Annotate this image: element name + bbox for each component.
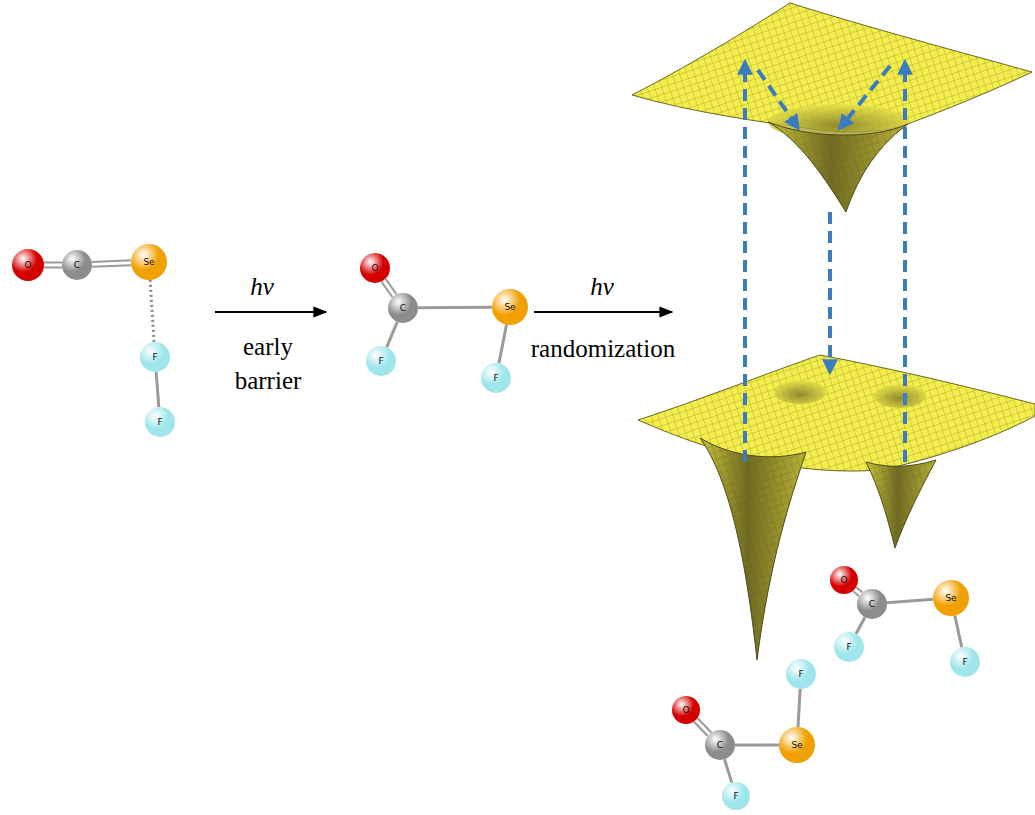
atom-sphere: F <box>722 782 750 810</box>
chemical-bond <box>724 759 731 782</box>
atom-label: C <box>74 261 80 270</box>
atom-label: F <box>157 418 162 427</box>
atom-sphere: F <box>834 632 864 662</box>
atom-sphere: F <box>145 407 175 437</box>
bond-line <box>387 322 397 347</box>
bond-line <box>92 260 131 262</box>
chemical-bond <box>44 263 62 268</box>
chemical-bond <box>955 616 962 648</box>
atom-sphere: O <box>360 253 390 283</box>
chemical-bond <box>499 325 507 364</box>
atom-sphere: O <box>830 566 858 594</box>
atom-sphere: C <box>705 730 735 760</box>
transition-arrow <box>745 62 905 462</box>
bond-line <box>955 616 962 648</box>
bond-line <box>156 372 159 407</box>
atom-sphere: C <box>857 589 887 619</box>
bond-line <box>382 282 393 297</box>
bond-line <box>44 267 62 269</box>
atom-label: Se <box>791 741 802 750</box>
bond-line <box>150 280 154 342</box>
bond-line <box>724 759 731 782</box>
bond-line <box>418 306 492 310</box>
atom-label: Se <box>504 303 515 312</box>
atom-label: O <box>682 706 689 715</box>
atom-sphere: C <box>388 293 418 323</box>
atom-sphere: O <box>672 696 700 724</box>
reaction-label: randomization <box>508 332 698 366</box>
atom-label: F <box>798 670 803 679</box>
chemical-bond <box>387 322 397 347</box>
atom-label: F <box>493 374 498 383</box>
bond-line <box>694 722 708 736</box>
atom-sphere: O <box>12 249 44 281</box>
reaction-arrow <box>215 312 672 313</box>
atom-sphere: Se <box>492 289 528 325</box>
bond-line <box>856 617 865 634</box>
reaction-label: hν <box>232 270 292 304</box>
atom-label: O <box>24 261 31 270</box>
atom-sphere: F <box>366 346 396 376</box>
chemical-bond <box>735 745 779 746</box>
atom-label: F <box>846 643 851 652</box>
bond-line <box>735 744 779 747</box>
atom-sphere: Se <box>933 580 969 616</box>
atom-label: F <box>733 792 738 801</box>
atom-sphere: Se <box>131 244 167 280</box>
atom-label: O <box>371 264 378 273</box>
bond-line <box>798 689 800 727</box>
chemical-bond <box>150 280 154 342</box>
reaction-label: early barrier <box>213 330 323 398</box>
atom-sphere: F <box>950 647 980 677</box>
atom-label: Se <box>945 594 956 603</box>
atom-sphere: Se <box>779 727 815 763</box>
atom-sphere: F <box>786 659 816 689</box>
atom-label: F <box>378 357 383 366</box>
atom-label: C <box>717 741 723 750</box>
atom-label: C <box>869 600 875 609</box>
bond-line <box>698 718 712 732</box>
chemical-bond <box>418 307 492 309</box>
chemical-bond <box>856 617 865 634</box>
atom-sphere: F <box>140 342 170 372</box>
atom-label: F <box>962 658 967 667</box>
chemical-bond <box>92 260 131 267</box>
excited-state-surface <box>632 3 1032 212</box>
chemical-bond <box>887 599 933 603</box>
chemical-bond <box>798 689 800 727</box>
atom-sphere: C <box>62 250 92 280</box>
atom-label: C <box>400 304 406 313</box>
bond-line <box>499 325 507 364</box>
bond-line <box>44 262 62 264</box>
chemical-bond <box>156 372 159 407</box>
atom-label: F <box>152 353 157 362</box>
bond-line <box>853 591 859 596</box>
bond-line <box>386 279 397 294</box>
atom-sphere: F <box>481 363 511 393</box>
atom-label: O <box>840 576 847 585</box>
reaction-label: hν <box>572 270 632 304</box>
ground-state-surface <box>638 355 1035 660</box>
bond-line <box>92 265 131 267</box>
atom-label: Se <box>143 258 154 267</box>
bond-line <box>887 599 933 603</box>
